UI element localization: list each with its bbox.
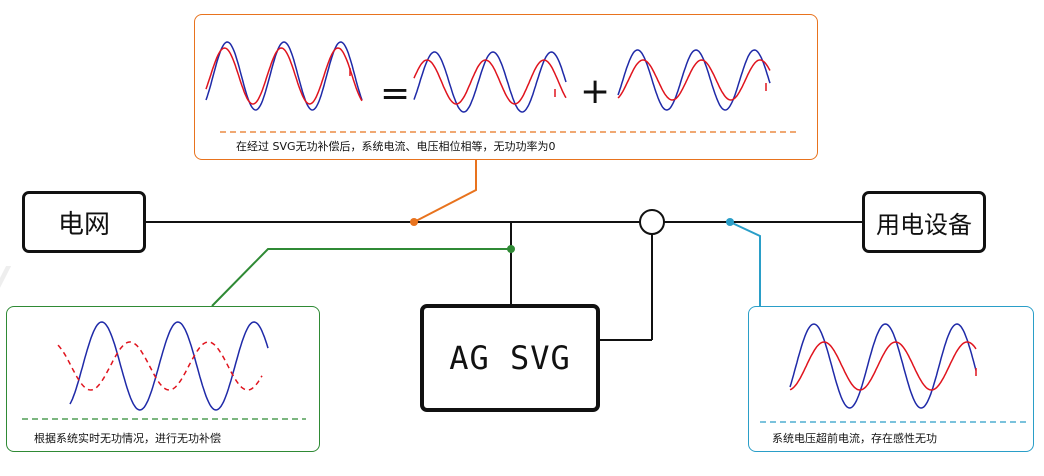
caption-inductive: 系统电压超前电流，存在感性无功 xyxy=(772,432,937,445)
voltage-wave-top-1 xyxy=(205,41,363,111)
grid-label: 电网 xyxy=(57,209,110,240)
voltage-wave-right xyxy=(789,323,977,409)
caption-compensated: 在经过 SVG无功补偿后，系统电流、电压相位相等，无功功率为0 xyxy=(236,140,556,153)
watermark-fragment: / xyxy=(0,258,8,309)
node-right xyxy=(726,218,734,226)
connector-right xyxy=(729,221,761,306)
equals-sign: = xyxy=(380,73,411,114)
load-equipment-box: 用电设备 xyxy=(862,191,986,253)
current-wave-top-2 xyxy=(413,59,567,105)
panel-compensated xyxy=(194,14,818,160)
current-wave-top-1 xyxy=(205,47,363,105)
plus-sign: + xyxy=(580,71,611,112)
voltage-wave-top-2 xyxy=(413,51,567,113)
waveforms xyxy=(57,41,977,411)
current-transformer xyxy=(639,209,665,235)
load-label: 用电设备 xyxy=(876,210,972,239)
panel-compensation xyxy=(6,306,320,452)
svg-unit-label: AG SVG xyxy=(449,339,571,377)
current-wave-right xyxy=(789,341,977,391)
connector-left xyxy=(211,248,511,307)
node-left xyxy=(507,245,515,253)
svg-unit-box: AG SVG xyxy=(420,304,600,412)
node-top xyxy=(410,218,418,226)
voltage-wave-left xyxy=(69,321,269,411)
current-wave-top-3 xyxy=(617,59,771,101)
compensation-wave-left xyxy=(57,341,263,391)
grid-box: 电网 xyxy=(22,191,146,253)
voltage-wave-top-3 xyxy=(617,49,771,111)
connector-top xyxy=(413,160,477,223)
caption-compensation: 根据系统实时无功情况，进行无功补偿 xyxy=(34,432,221,445)
